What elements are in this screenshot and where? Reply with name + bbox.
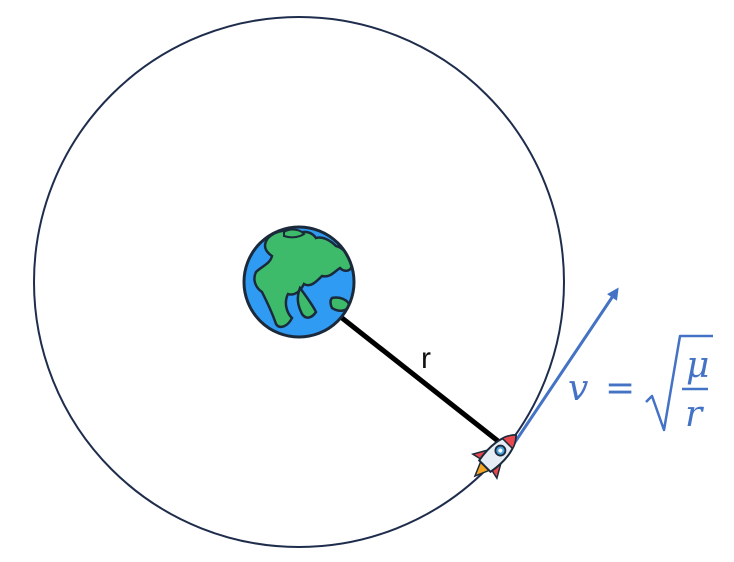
velocity-symbol: v	[568, 368, 588, 409]
rocket-icon	[471, 434, 517, 480]
radical-sign	[645, 334, 713, 432]
radius-label: r	[421, 342, 431, 375]
velocity-formula: v = μ r	[568, 334, 713, 435]
landmass-island	[329, 296, 352, 312]
landmass-asia	[253, 229, 354, 329]
mu-symbol: μ	[686, 345, 709, 386]
earth-icon	[242, 225, 356, 339]
orbit-circle	[33, 16, 565, 548]
equals-sign: =	[605, 368, 635, 409]
landmass-north	[283, 228, 306, 239]
denominator-r: r	[685, 394, 704, 435]
velocity-vector	[501, 287, 619, 461]
landmass-peninsula	[296, 285, 318, 319]
